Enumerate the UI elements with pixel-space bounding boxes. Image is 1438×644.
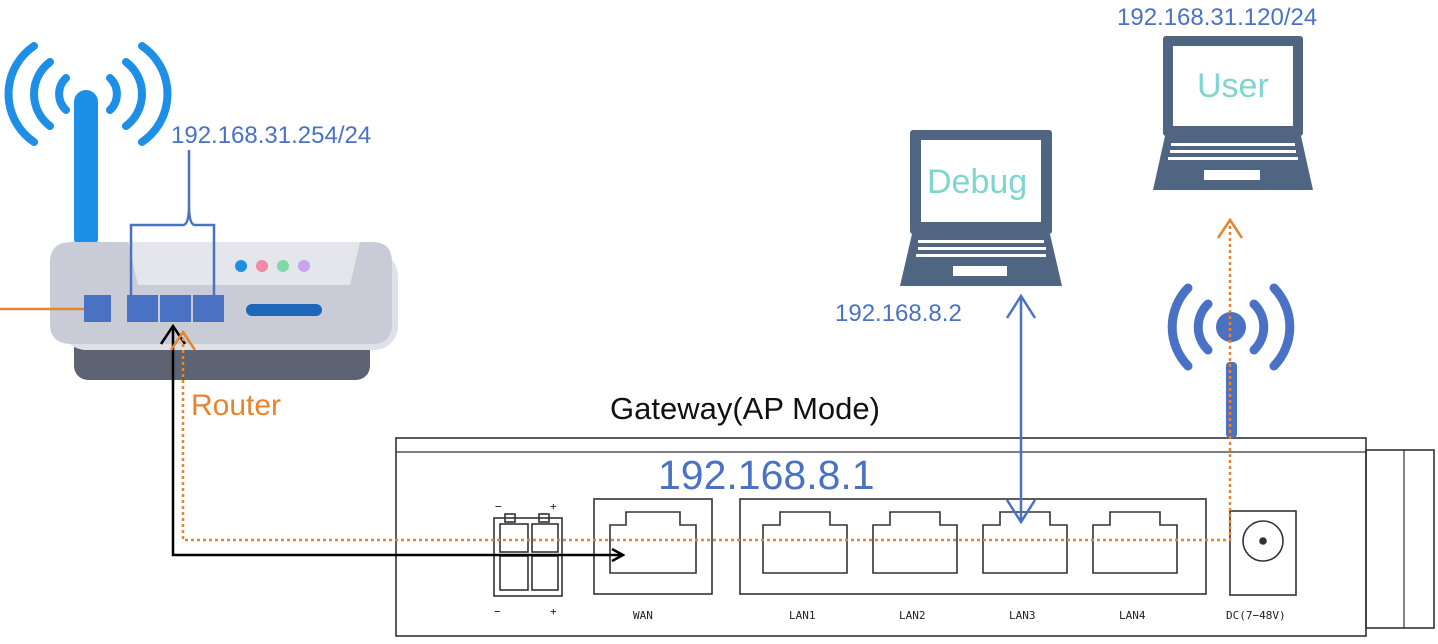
router-status-dot-pink [256, 260, 268, 272]
power-minus-top-label: − [495, 500, 502, 513]
router-port-1 [127, 295, 158, 322]
router-status-dot-purple [298, 260, 310, 272]
lan3-port [982, 511, 1068, 574]
power-plus-bottom-label: + [550, 605, 557, 618]
lan1-port [762, 511, 848, 574]
laptop-debug [900, 130, 1062, 286]
router-antenna [74, 90, 98, 250]
router-status-dot-blue [235, 260, 247, 272]
lan2-port-label: LAN2 [899, 609, 926, 622]
gateway-wifi-icon [1167, 283, 1295, 438]
user-traffic-path [181, 220, 1232, 542]
wan-cable [171, 326, 622, 555]
lan4-port [1092, 511, 1178, 574]
router-ip-label: 192.168.31.254/24 [171, 122, 372, 149]
power-plus-top-label: + [550, 500, 557, 513]
router [0, 42, 398, 380]
gateway-ip-label: 192.168.8.1 [658, 452, 875, 498]
router-wifi-icon [4, 42, 172, 146]
lan3-port-label: LAN3 [1009, 609, 1036, 622]
dc-jack [1229, 510, 1297, 596]
power-minus-bottom-label: − [494, 605, 501, 618]
wan-port [593, 498, 713, 595]
gateway-title: Gateway(AP Mode) [610, 391, 880, 426]
router-label: Router [191, 389, 282, 422]
user-screen-text: User [1197, 67, 1269, 105]
lan-port-group [739, 498, 1207, 595]
power-terminal [493, 513, 563, 597]
router-ip-bracket [129, 150, 216, 296]
router-port-2 [160, 295, 191, 322]
dc-port-label: DC(7−48V) [1226, 609, 1286, 622]
router-port-3 [193, 295, 224, 322]
router-led-bar [246, 304, 322, 316]
router-status-dot-green [277, 260, 289, 272]
user-ip-label: 192.168.31.120/24 [1117, 4, 1318, 31]
debug-screen-text: Debug [927, 163, 1028, 201]
laptop-user [1153, 36, 1313, 190]
lan4-port-label: LAN4 [1119, 609, 1146, 622]
debug-ip-label: 192.168.8.2 [835, 300, 962, 327]
lan1-port-label: LAN1 [789, 609, 816, 622]
router-port-wan [84, 295, 111, 322]
gateway-device [395, 437, 1435, 637]
lan2-port [872, 511, 958, 574]
wan-port-label: WAN [633, 609, 653, 622]
